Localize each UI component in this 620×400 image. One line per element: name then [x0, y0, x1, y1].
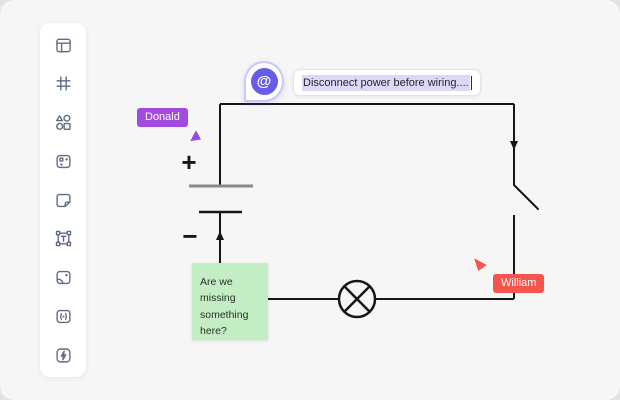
frame-icon[interactable]: [54, 36, 72, 54]
cursor-name: Donald: [145, 111, 180, 123]
embed-icon[interactable]: [54, 307, 72, 325]
cursor-label-donald: Donald: [137, 108, 188, 127]
comment-input[interactable]: Disconnect power before wiring....: [293, 69, 482, 96]
toolbar-sidebar: [40, 23, 86, 377]
sticky-note-text: Are we missing something here?: [200, 276, 249, 337]
switch-blade[interactable]: [513, 184, 539, 210]
comment-pin[interactable]: @: [244, 61, 284, 102]
image-icon[interactable]: [54, 269, 72, 287]
at-mention-icon: @: [250, 68, 278, 95]
current-arrow-up: [216, 231, 224, 240]
lightning-icon[interactable]: [54, 346, 72, 364]
cursor-label-william: William: [493, 274, 545, 293]
cursor-pointer-william-icon: [471, 255, 490, 273]
widgets-icon[interactable]: [54, 152, 72, 170]
text-icon[interactable]: [54, 230, 72, 248]
lamp-symbol[interactable]: [337, 279, 377, 319]
comment-text: Disconnect power before wiring....: [302, 74, 470, 91]
sticky-note[interactable]: Are we missing something here?: [192, 263, 268, 340]
battery-symbol[interactable]: + −: [181, 147, 253, 251]
sticky-note-icon[interactable]: [54, 191, 72, 209]
cursor-name: William: [501, 277, 537, 289]
current-arrow-down: [510, 141, 518, 150]
shapes-icon[interactable]: [54, 114, 72, 132]
battery-negative-label: −: [182, 221, 197, 251]
grid-icon[interactable]: [54, 75, 72, 93]
text-caret: [470, 75, 473, 90]
battery-positive-label: +: [181, 147, 196, 177]
cursor-pointer-donald-icon: [187, 127, 203, 143]
